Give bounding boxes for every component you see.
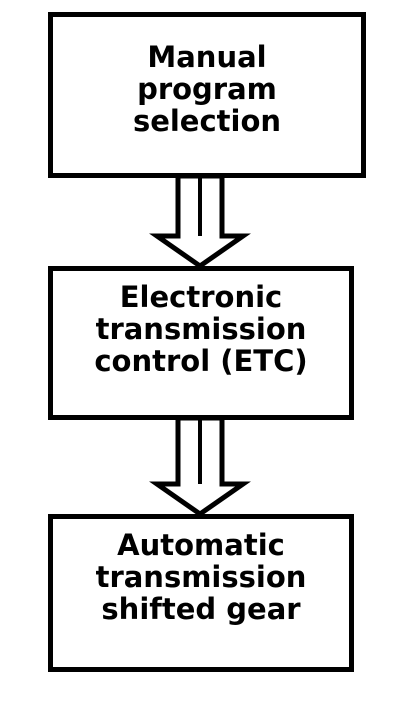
down-arrow-2 xyxy=(149,415,251,518)
step-label: Electronic transmission control (ETC) xyxy=(94,281,307,377)
step-label: Automatic transmission shifted gear xyxy=(96,529,307,625)
step-box-automatic-transmission-shifted-gear: Automatic transmission shifted gear xyxy=(48,514,354,672)
step-label-line: transmission xyxy=(95,560,307,594)
down-arrow-1 xyxy=(149,173,251,270)
step-box-manual-program-selection: Manual program selection xyxy=(48,12,366,178)
step-label-line: Automatic xyxy=(117,528,285,562)
step-box-electronic-transmission-control: Electronic transmission control (ETC) xyxy=(48,266,354,420)
step-label: Manual program selection xyxy=(133,41,281,137)
step-label-line: Electronic xyxy=(119,280,283,314)
step-label-line: Manual xyxy=(147,40,267,74)
step-label-line: transmission xyxy=(95,312,307,346)
step-label-line: selection xyxy=(132,104,282,138)
step-label-line: shifted gear xyxy=(101,592,301,626)
step-label-line: program xyxy=(137,72,277,106)
step-label-line: control (ETC) xyxy=(94,344,308,378)
